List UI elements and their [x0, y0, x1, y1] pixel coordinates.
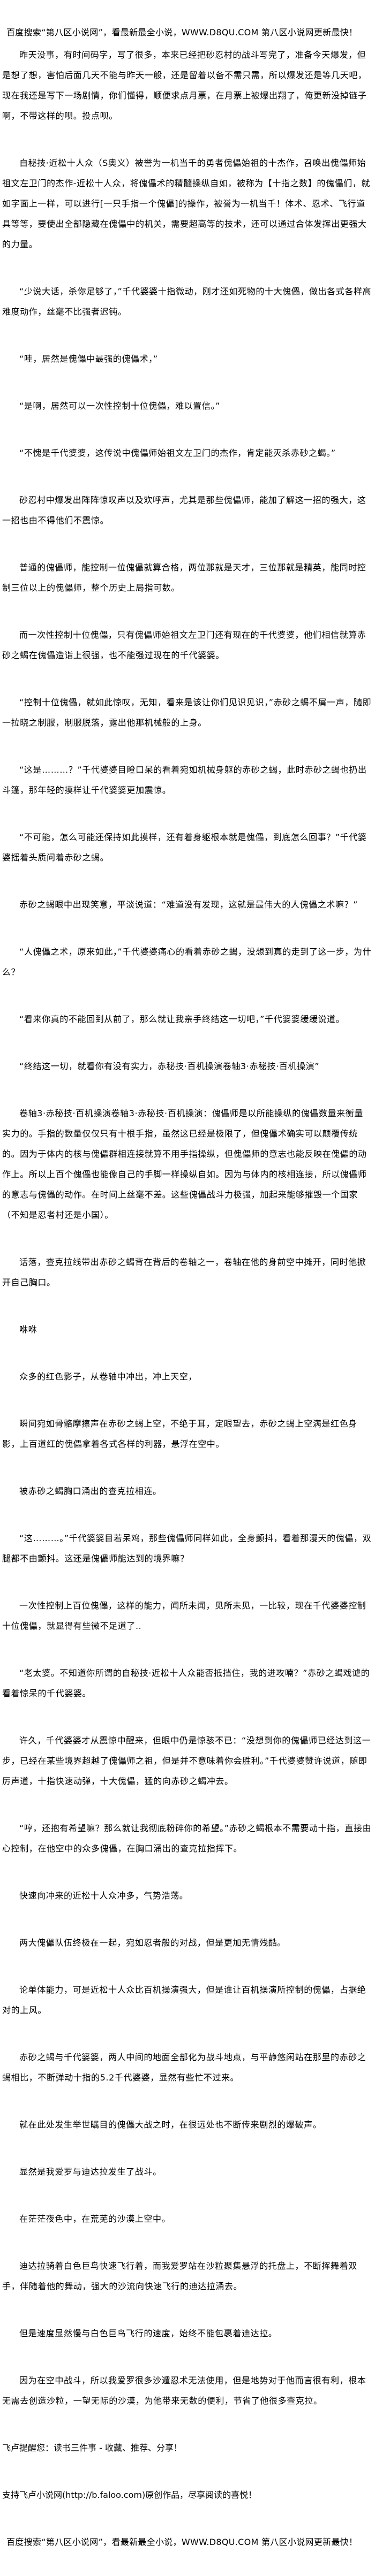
paragraph: “少说大话，杀你足够了，”千代婆婆十指微动，刚才还如死物的十大傀儡，做出各式各样… — [2, 286, 372, 317]
paragraph: 许久，千代婆婆才从震惊中醒来，但眼中仍是惊骇不已：“没想到你的傀儡师已经达到这一… — [2, 1735, 371, 1786]
site-banner-bottom: 百度搜索“第八区小说网”，看最新最全小说，WWW.D8QU.COM 第八区小说网… — [6, 2537, 358, 2547]
paragraph: 论单体能力，可是近松十人众比百机操演强大，但是谁让百机操演所控制的傀儡，占据绝对… — [2, 1985, 366, 2015]
paragraph: 就在此处发生举世瞩目的傀儡大战之时，在很远处也不断传来剧烈的爆破声。 — [19, 2120, 322, 2130]
paragraph: “是啊，居然可以一次性控制十位傀儡，难以置信。” — [19, 401, 220, 411]
paragraph: 众多的红色影子，从卷轴中冲出，冲上天空， — [19, 1371, 198, 1382]
paragraph: “哼，还抱有希望嘛？那么就让我彻底粉碎你的希望。”赤砂之蝎根本不需要动十指，直接… — [2, 1823, 372, 1854]
paragraph: 快速向冲来的近松十人众冲多，气势浩荡。 — [19, 1891, 189, 1901]
paragraph: 瞬间宛如骨骼摩擦声在赤砂之蝎上空，不绝于耳，定眼望去，赤砂之蝎上空满是红色身影，… — [2, 1419, 357, 1449]
paragraph: 砂忍村中爆发出阵阵惊叹声以及欢呼声，尤其是那些傀儡师，能加了解这一招的强大，这一… — [2, 495, 366, 525]
paragraph: “终结这一切，就看你有没有实力，赤秘技·百机操演卷轴3·赤秘技·百机操演” — [19, 1061, 320, 1071]
paragraph: 显然是我爱罗与迪达拉发生了战斗。 — [19, 2167, 162, 2177]
paragraph: 话落，查克拉线带出赤砂之蝎背在背后的卷轴之一，卷轴在他的身前空中摊开，同时他掀开… — [2, 1257, 366, 1287]
paragraph: 咻咻 — [19, 1324, 38, 1335]
paragraph: “哇，居然是傀儡中最强的傀儡术，” — [19, 354, 158, 364]
paragraph: “这是………？”千代婆婆目瞪口呆的看着宛如机械身躯的赤砂之蝎，此时赤砂之蝎也扔出… — [2, 765, 367, 795]
paragraph: “这………。”千代婆婆目若呆鸡，那些傀儡师同样如此，全身颤抖，看着那漫天的傀儡，… — [2, 1533, 372, 1564]
paragraph: 在茫茫夜色中，在荒芜的沙漠上空中。 — [19, 2214, 171, 2224]
paragraph: 但是速度显然慢与白色巨鸟飞行的速度，始终不能包裹着迪达拉。 — [19, 2328, 278, 2338]
paragraph: 迪达拉骑着白色巨鸟快速飞行着，而我爱罗站在沙粒聚集悬浮的托盘上，不断挥舞着双手，… — [2, 2261, 357, 2291]
paragraph: 被赤砂之蝎胸口涌出的查克拉相连。 — [19, 1486, 162, 1496]
paragraph: 赤砂之蝎与千代婆婆，两人中间的地面全部化为战斗地点，与平静悠闲站在那里的赤砂之蝎… — [2, 2052, 366, 2083]
paragraph: “老太婆。不知道你所谓的自秘技·近松十人众能否抵挡住，我的进攻喃？”赤砂之蝎戏谑… — [2, 1668, 370, 1698]
paragraph: 自秘技·近松十人众（S奥义）被誉为一机当千的勇者傀儡始祖的十杰作，召唤出傀儡师始… — [2, 158, 370, 249]
paragraph: 而一次性控制十位傀儡，只有傀儡师始祖文左卫门还有现在的千代婆婆，他们相信就算赤砂… — [2, 630, 366, 660]
paragraph: “不可能，怎么可能还保持如此摸样，还有着身躯根本就是傀儡，到底怎么回事？”千代婆… — [2, 832, 367, 863]
paragraph: “看来你真的不能回到从前了，那么就让我亲手终结这一切吧，”千代婆婆缓缓说道。 — [19, 1014, 345, 1024]
paragraph: 昨天没事，有时间码字，写了很多，本来已经把砂忍村的战斗写完了，准备今天爆发，但是… — [2, 50, 367, 121]
paragraph: “不愧是千代婆婆，这传说中傀儡师始祖文左卫门的杰作，肯定能灭杀赤砂之蝎。” — [19, 448, 336, 458]
site-banner-top: 百度搜索“第八区小说网”，看最新最全小说，WWW.D8QU.COM 第八区小说网… — [6, 27, 358, 37]
paragraph: 一次性控制上百位傀儡，这样的能力，闻所未闻，见所未见，一比较，现在千代婆婆控制十… — [2, 1601, 366, 1631]
paragraph: 两大傀儡队伍终极在一起，宛如忍者般的对战，但是更加无情残酷。 — [19, 1938, 287, 1948]
paragraph: “控制十位傀儡，就如此惊叹，无知，看来是该让你们见识见识，”赤砂之蝎不屑一声，随… — [2, 697, 372, 728]
paragraph: “人傀儡之术，原来如此，”千代婆婆痛心的看着赤砂之蝎，没想到真的走到了这一步，为… — [2, 947, 372, 977]
paragraph: 因为在空中战斗，所以我爱罗很多沙遁忍术无法使用，但是地势对于他而言很有利，根本无… — [2, 2375, 366, 2406]
paragraph: 赤砂之蝎眼中出现笑意，平淡说道：“难道没有发现，这就是最伟大的人傀儡之术嘛？” — [19, 900, 358, 910]
paragraph: 卷轴3·赤秘技·百机操演卷轴3·赤秘技·百机操演：傀儡师是以所能操纵的傀儡数量来… — [2, 1108, 367, 1220]
chapter-body: 昨天没事，有时间码字，写了很多，本来已经把砂忍村的战斗写完了，准备今天爆发，但是… — [2, 45, 372, 2411]
reading-reminder: 飞卢提醒您：读书三件事 - 收藏、推荐、分享！ — [2, 2443, 182, 2453]
support-link-text[interactable]: 支持飞卢小说网(http://b.faloo.com)原创作品，尽享阅读的喜悦！ — [2, 2490, 257, 2500]
paragraph: 普通的傀儡师，能控制一位傀儡就算合格，两位那就是天才，三位那就是精英，能同时控制… — [2, 562, 366, 593]
